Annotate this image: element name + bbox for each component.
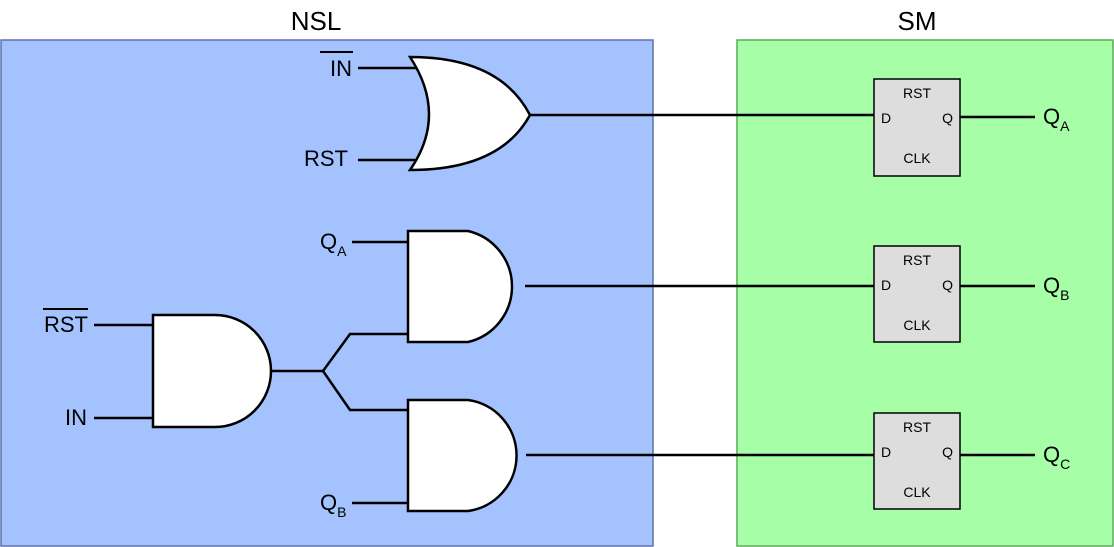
flipflop-c (873, 412, 961, 510)
and-gate-upper (406, 229, 514, 344)
and-gate-left (151, 313, 273, 429)
fork-lower-wire (321, 370, 408, 412)
flipflop-b-rst: RST (903, 252, 931, 268)
qb-input-label: QB (320, 490, 346, 520)
rst-bar-label: RST (44, 312, 88, 337)
flipflop-a-rst: RST (903, 85, 931, 101)
in-bar-label: IN (330, 56, 352, 81)
flipflop-a-q: Q (942, 110, 953, 126)
flipflop-b-d: D (881, 277, 891, 293)
qa-input-label: QA (320, 229, 347, 259)
nsl-block (0, 39, 654, 547)
or-gate (407, 55, 532, 172)
flipflop-a-clk: CLK (903, 150, 931, 166)
qa-output-label: QA (1043, 104, 1070, 134)
flipflop-b-q: Q (942, 277, 953, 293)
flipflop-c-q: Q (942, 444, 953, 460)
in-label: IN (65, 405, 87, 430)
flipflop-c-d: D (881, 444, 891, 460)
fork-upper-wire (271, 332, 408, 373)
qc-output-label: QC (1043, 442, 1070, 472)
sm-title: SM (898, 6, 937, 36)
flipflop-c-clk: CLK (903, 484, 931, 500)
flipflop-b (873, 245, 961, 343)
flipflop-a-d: D (881, 110, 891, 126)
flipflop-c-rst: RST (903, 419, 931, 435)
and-gate-lower (406, 398, 518, 513)
rst-label: RST (304, 146, 348, 171)
flipflop-b-clk: CLK (903, 317, 931, 333)
nsl-title: NSL (291, 6, 342, 36)
qb-output-label: QB (1043, 273, 1069, 303)
flipflop-a (873, 78, 961, 177)
